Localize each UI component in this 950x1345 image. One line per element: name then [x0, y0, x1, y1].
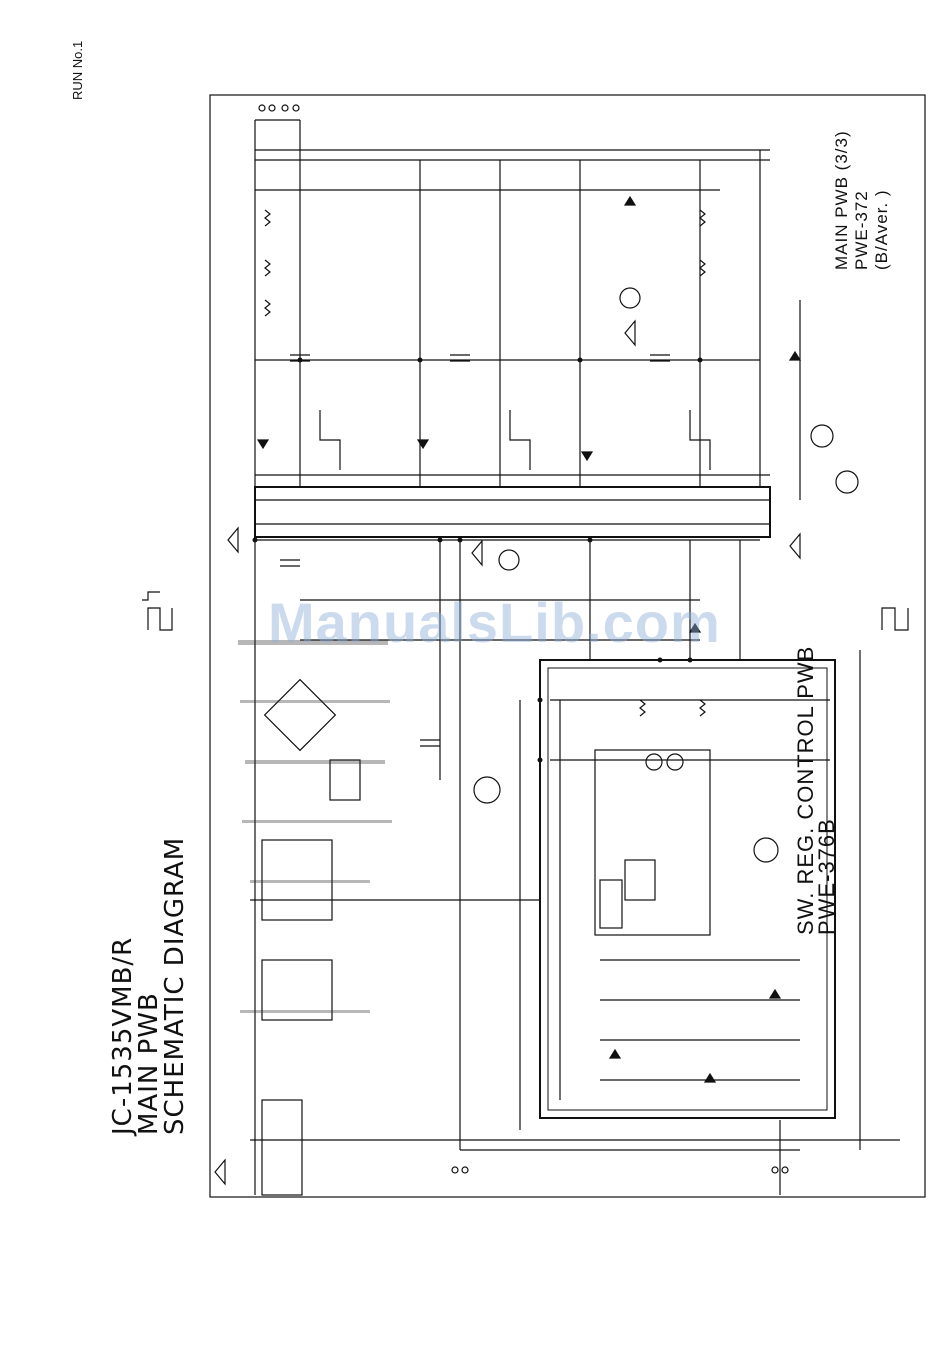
photocoupler: [474, 777, 500, 803]
main-pwb-label: MAIN PWB (3/3): [832, 130, 852, 270]
main-pwb-version: (B/Aver. ): [872, 189, 892, 270]
main-pwb-part: PWE-372: [852, 190, 872, 270]
watermark: ManualsLib.com: [268, 590, 721, 655]
control-pwb-part: PWE-376B: [814, 818, 840, 935]
ic-block: [595, 750, 710, 935]
connector-strip: [255, 487, 770, 537]
bridge-rectifier: [265, 680, 336, 751]
control-pwb-box: [540, 660, 835, 1118]
diagram-title: SCHEMATIC DIAGRAM: [160, 837, 190, 1135]
run-number-label: RUN No.1: [70, 41, 85, 100]
